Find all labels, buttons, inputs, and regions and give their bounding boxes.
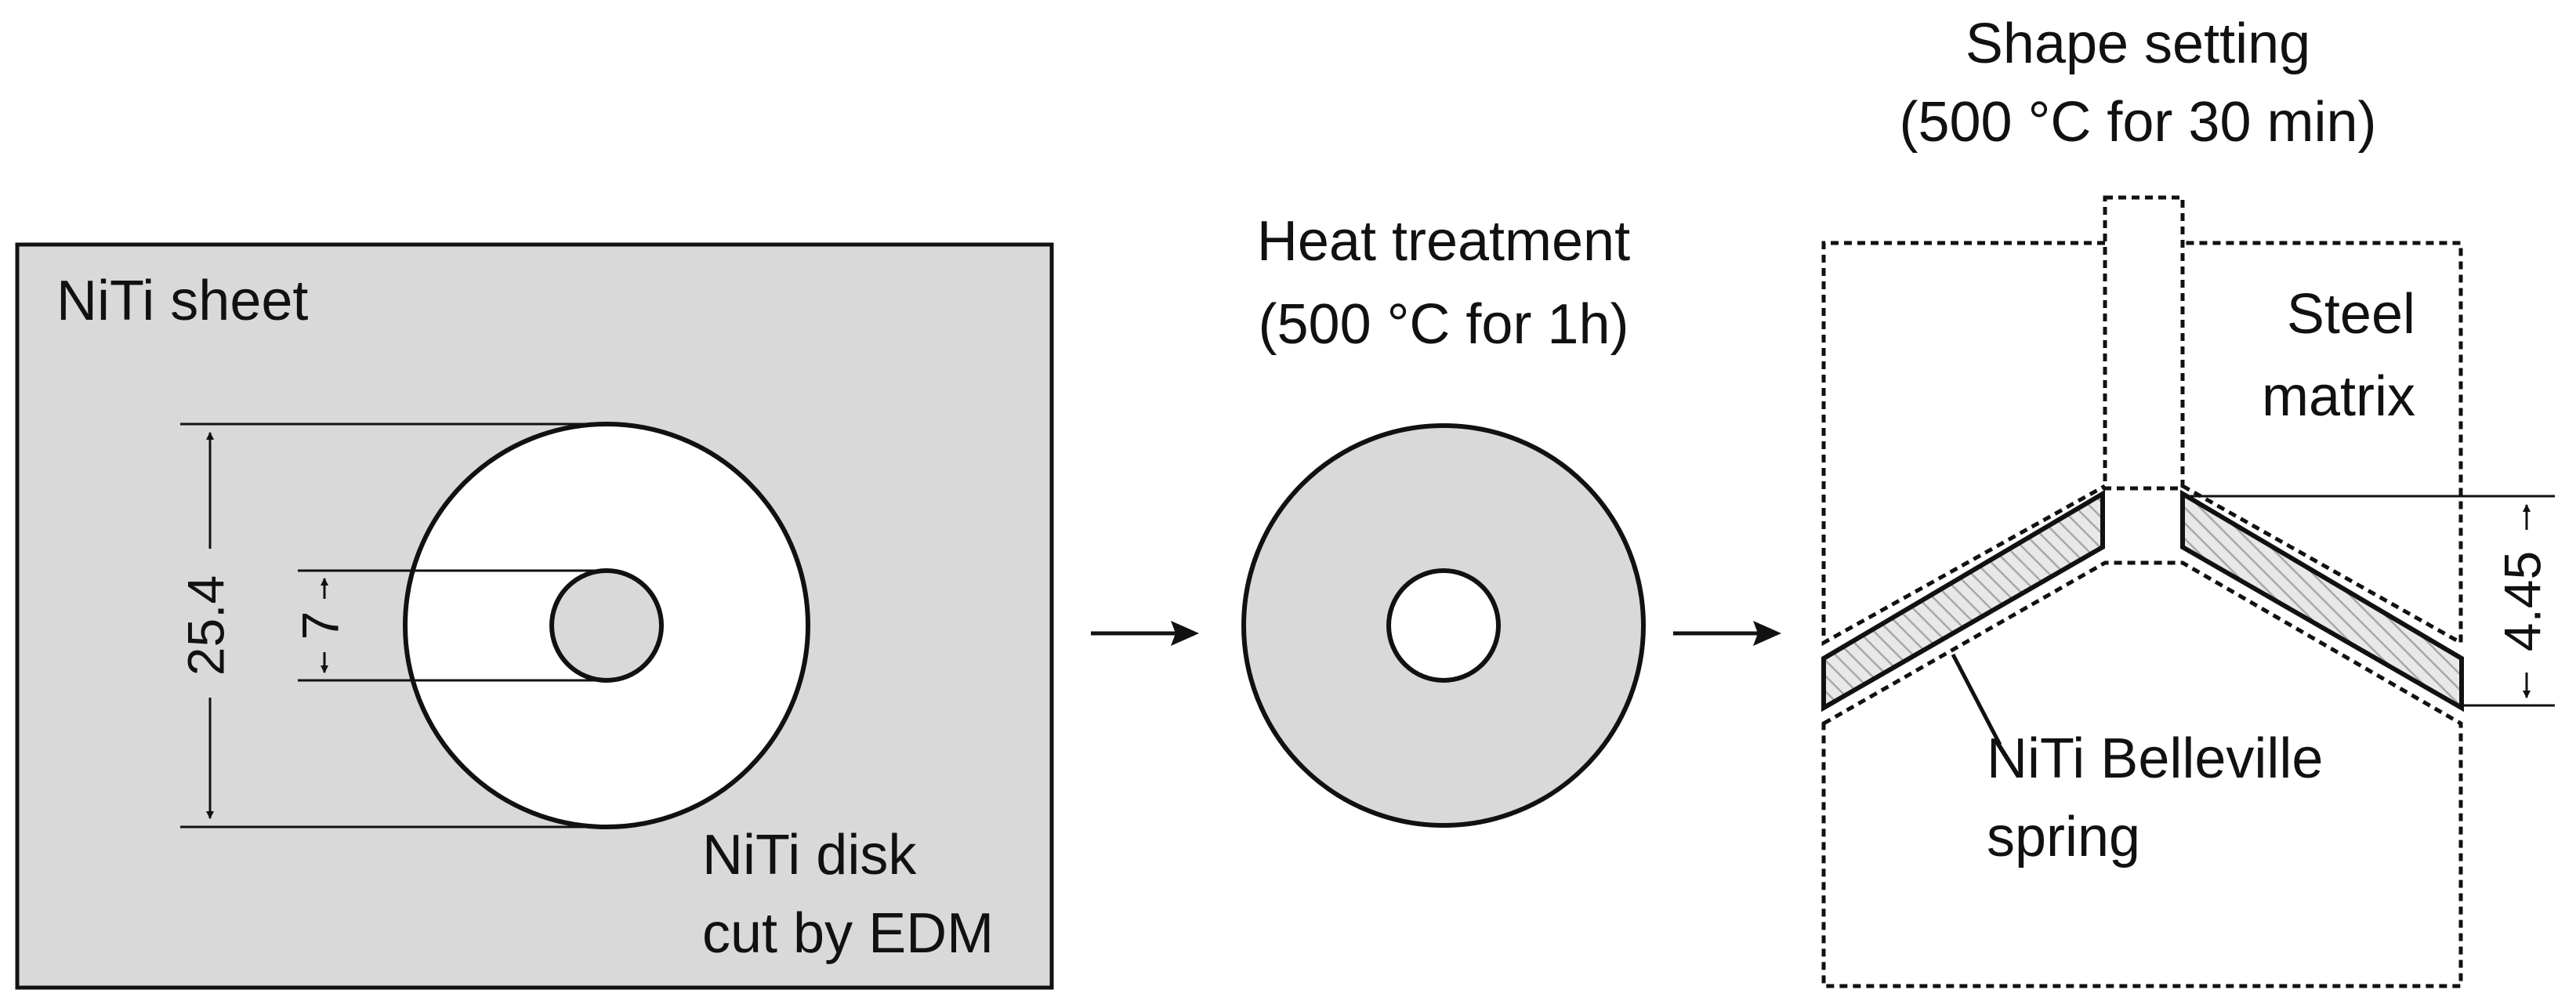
- heat-treatment-title: Heat treatment: [1257, 210, 1630, 273]
- shape-setting-title: Shape setting: [1966, 13, 2310, 75]
- heat-treatment-conditions: (500 °C for 1h): [1259, 293, 1629, 356]
- spring-label-line2: spring: [1987, 806, 2140, 868]
- spring-section-left: [1821, 489, 2105, 712]
- disk-label-line2: cut by EDM: [702, 902, 994, 965]
- arrow-to-heat-treatment: [1091, 621, 1199, 646]
- matrix-label-line1: Steel: [2287, 283, 2415, 346]
- panel-shape-setting: Shape setting (500 °C for 30 min) Steel …: [1821, 13, 2555, 988]
- disk-hole: [549, 568, 664, 683]
- spring-section-right: [2180, 489, 2464, 712]
- inner-dimension-value: 7: [291, 611, 349, 640]
- arrow-to-shape-setting: [1673, 621, 1781, 646]
- outer-dimension-value: 25.4: [176, 575, 234, 676]
- disk-label-line1: NiTi disk: [702, 824, 917, 887]
- matrix-label-line2: matrix: [2262, 365, 2415, 428]
- shape-setting-conditions: (500 °C for 30 min): [1899, 91, 2376, 154]
- spring-leader-line: [1951, 653, 2002, 746]
- lower-steel-matrix: [1821, 560, 2463, 988]
- spring-height-value: 4.45: [2493, 551, 2551, 651]
- heat-treated-disk-hole: [1386, 568, 1501, 683]
- panel-heat-treatment: Heat treatment (500 °C for 1h): [1241, 210, 1646, 828]
- panel-niti-sheet: NiTi sheet 25.4 7 NiTi disk cut by EDM: [15, 242, 1054, 990]
- sheet-label: NiTi sheet: [56, 270, 308, 332]
- upper-steel-matrix: [1821, 195, 2463, 647]
- spring-label-line1: NiTi Belleville: [1987, 727, 2323, 790]
